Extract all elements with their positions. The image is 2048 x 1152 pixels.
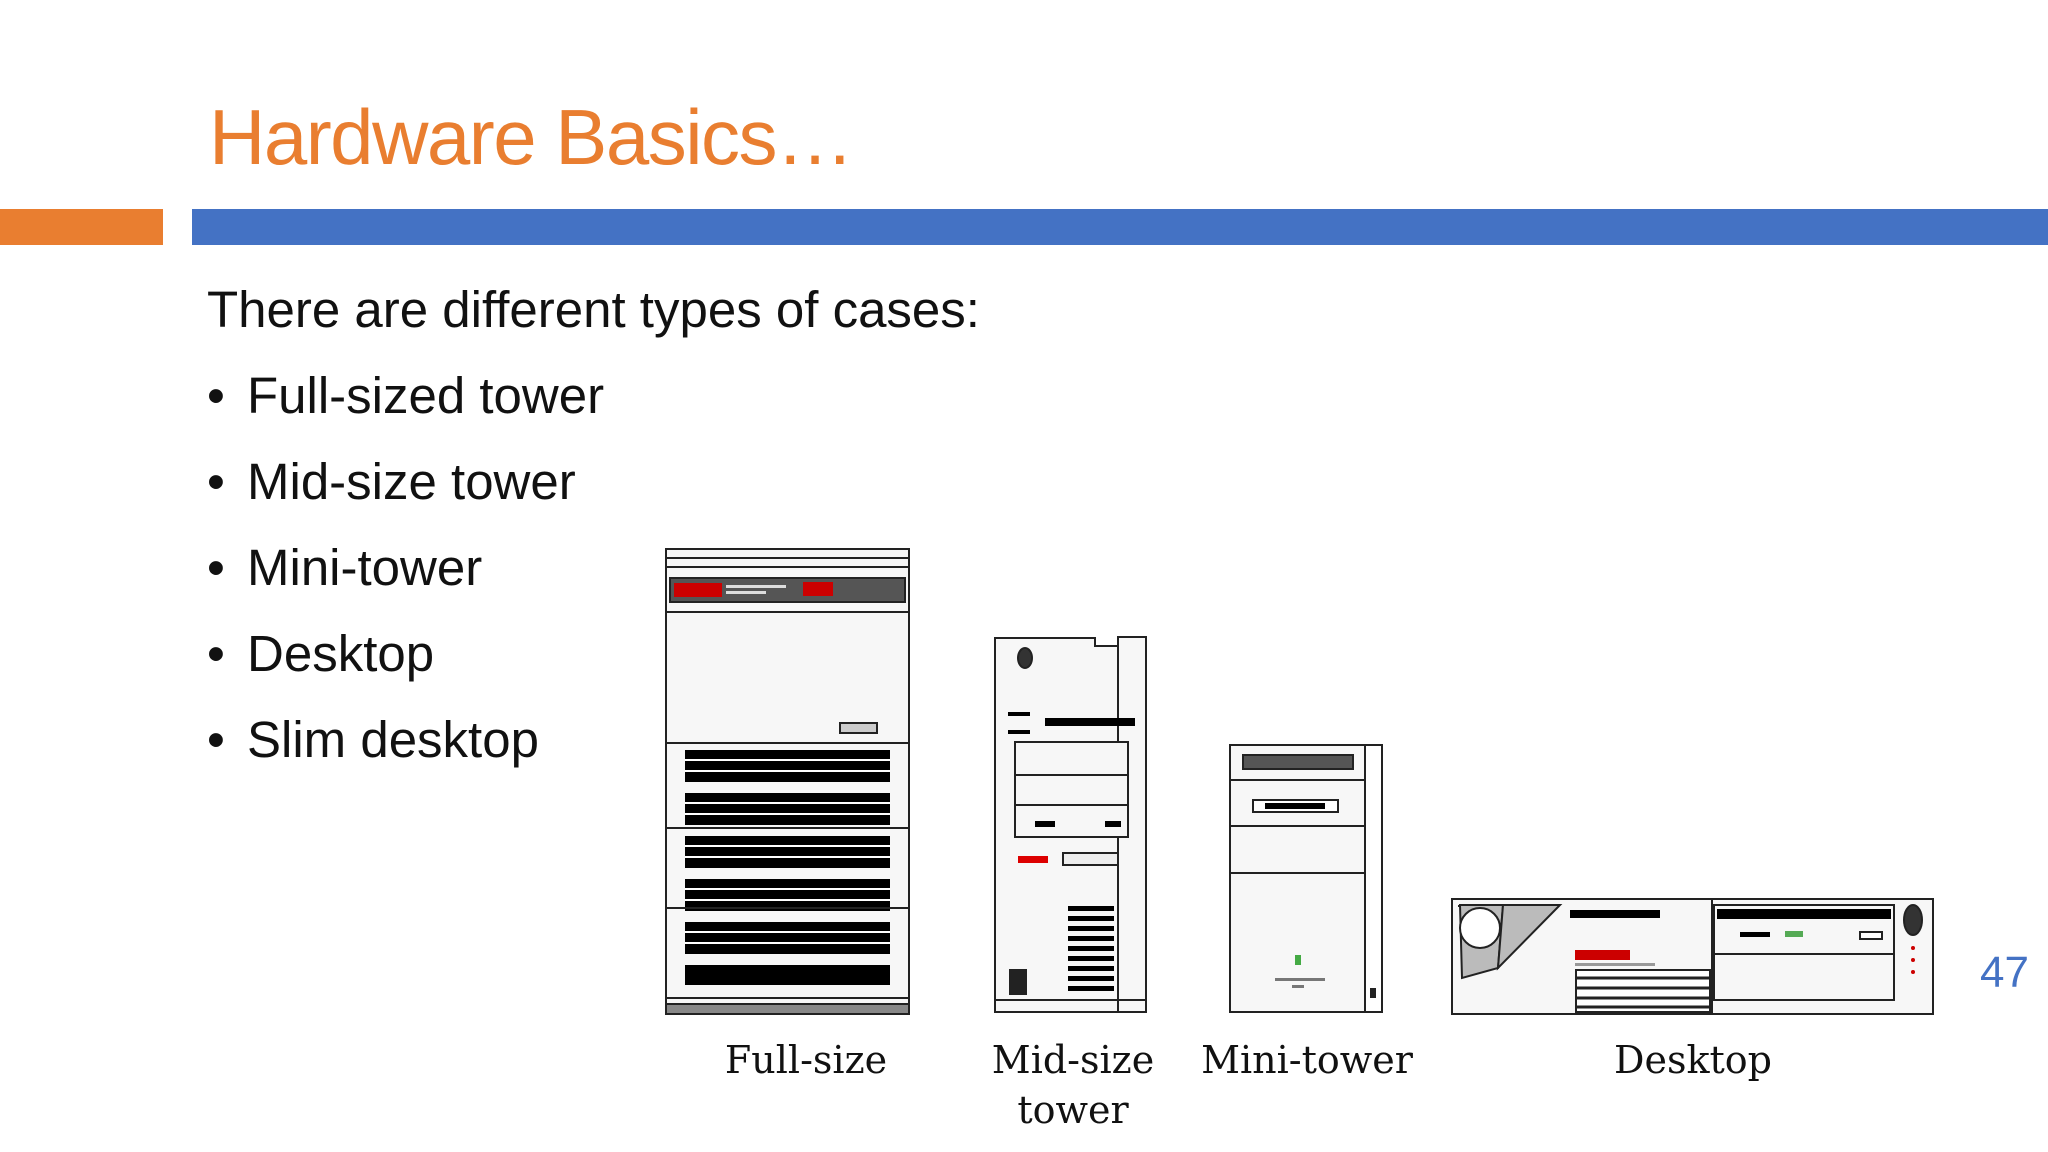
bullet-dot-icon: • <box>207 367 225 424</box>
bullet-dot-icon: • <box>207 539 225 596</box>
label-mid-size-line1: Mid-size <box>991 1038 1155 1082</box>
full-size-tower-icon <box>665 548 910 1015</box>
label-mini-tower: Mini-tower <box>1201 1038 1413 1082</box>
bullet-text: Slim desktop <box>247 711 539 768</box>
bullet-text: Desktop <box>247 625 435 682</box>
bullet-text: Mini-tower <box>247 539 483 596</box>
label-mid-size-line2: tower <box>1017 1088 1129 1132</box>
slide-title: Hardware Basics… <box>209 93 854 181</box>
accent-bar-left <box>0 209 163 245</box>
mid-size-tower-icon <box>994 636 1147 1013</box>
bullet-text: Full-sized tower <box>247 367 605 424</box>
bullet-text: Mid-size tower <box>247 453 576 510</box>
bullet-dot-icon: • <box>207 453 225 510</box>
bullet-item: • Slim desktop <box>207 710 604 796</box>
label-desktop: Desktop <box>1614 1038 1772 1082</box>
accent-bar-main <box>192 209 2048 245</box>
bullet-item: • Full-sized tower <box>207 366 604 452</box>
page-number: 47 <box>1980 948 2029 997</box>
bullet-dot-icon: • <box>207 625 225 682</box>
bullet-item: • Mini-tower <box>207 538 604 624</box>
bullet-dot-icon: • <box>207 711 225 768</box>
intro-text: There are different types of cases: <box>207 281 980 338</box>
desktop-case-icon <box>1451 898 1934 1015</box>
bullet-item: • Mid-size tower <box>207 452 604 538</box>
label-full-size: Full-size <box>724 1038 888 1082</box>
bullet-item: • Desktop <box>207 624 604 710</box>
bullet-list: • Full-sized tower • Mid-size tower • Mini-… <box>207 366 604 796</box>
mini-tower-icon <box>1229 744 1383 1013</box>
